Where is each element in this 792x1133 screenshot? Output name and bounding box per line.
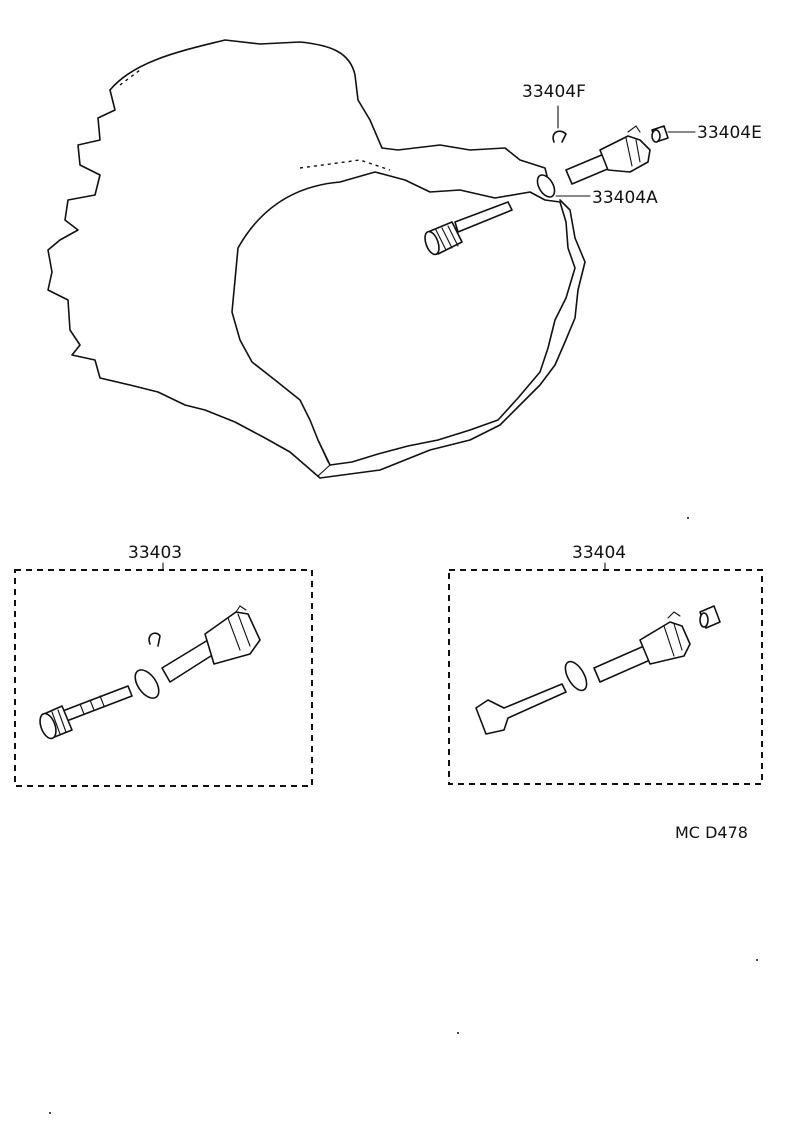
kit-33404-parts (475, 605, 721, 735)
transmission-case (47, 39, 586, 479)
clip-part (148, 632, 161, 647)
label-33404E: 33404E (697, 123, 762, 143)
oring-part (564, 660, 588, 692)
kit-box-33404 (448, 569, 763, 785)
label-33404A: 33404A (592, 188, 658, 208)
figure-code: MC D478 (675, 823, 748, 842)
kit-box-33403 (14, 569, 313, 787)
oring-part (134, 669, 160, 699)
kit-33403-parts (39, 605, 261, 740)
scan-specks (49, 517, 758, 1114)
oring-part (536, 174, 556, 198)
label-33404F: 33404F (522, 82, 586, 102)
kit-label-33404: 33404 (572, 543, 626, 563)
clip-part (552, 130, 567, 143)
speedometer-driven-gear-assembly (536, 105, 696, 198)
kit-label-33403: 33403 (128, 543, 182, 563)
